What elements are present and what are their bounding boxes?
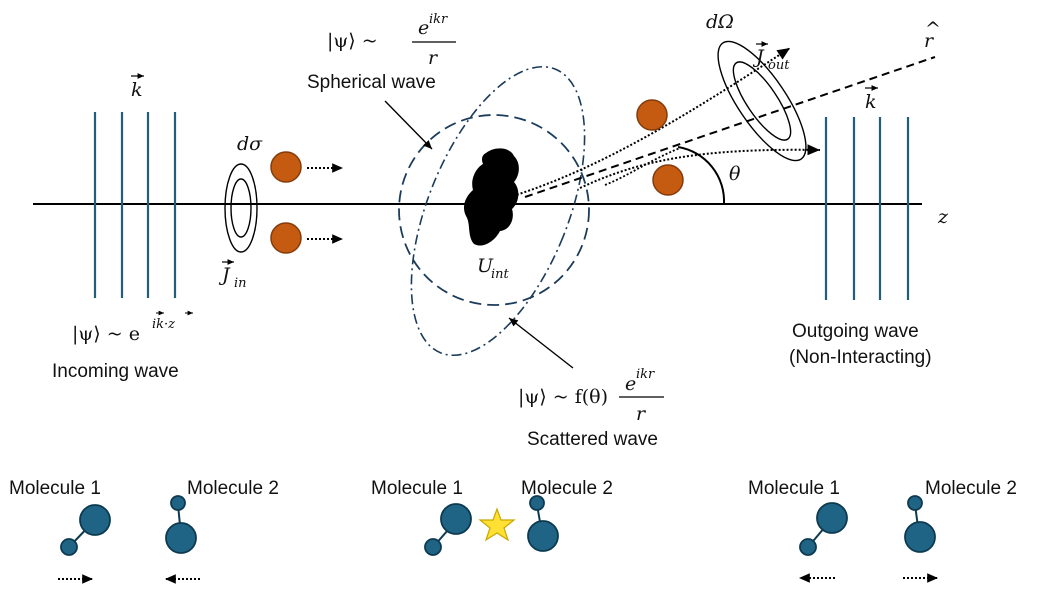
k-vector-right: k [865, 85, 878, 113]
svg-text:k: k [865, 91, 877, 113]
spherical-wave-circle [398, 114, 590, 306]
molecule-1-label: Molecule 1 [9, 478, 101, 499]
molecule-panel-separating: Molecule 1 Molecule 2 [748, 478, 1017, 583]
svg-text:r: r [428, 47, 439, 69]
scattered-trajectory-bottom [579, 144, 821, 189]
spherical-equation: |ψ⟩ ~ e ikr r [327, 12, 456, 69]
svg-text:in: in [234, 276, 247, 291]
incoming-particle-top [270, 151, 343, 183]
molecule-1-label: Molecule 1 [371, 478, 463, 499]
theta-arc [677, 146, 726, 205]
incoming-equation: |ψ⟩ ~ e ik·z [72, 310, 193, 345]
svg-text:|ψ⟩ ~: |ψ⟩ ~ [327, 30, 378, 52]
scattered-trajectory-top [512, 47, 791, 197]
collision-star-icon [478, 507, 516, 542]
svg-text:out: out [768, 58, 790, 73]
theta-label: θ [729, 163, 741, 185]
molecule-1-label: Molecule 1 [748, 478, 840, 499]
spherical-caption: Spherical wave [307, 72, 436, 93]
scattered-caption: Scattered wave [527, 429, 658, 450]
incoming-caption: Incoming wave [52, 361, 179, 382]
svg-text:ikr: ikr [636, 367, 655, 382]
scattered-equation: |ψ⟩ ~ f(θ) e ikr r [518, 367, 664, 425]
spherical-pointer [384, 100, 433, 150]
incoming-flux-element [224, 163, 258, 253]
svg-text:k: k [131, 79, 143, 101]
incoming-particle-bottom [270, 222, 343, 254]
molecule-2-label: Molecule 2 [187, 478, 279, 499]
svg-text:r: r [924, 30, 935, 52]
scattered-pointer [508, 317, 574, 369]
scattered-particle-bottom [652, 164, 684, 196]
u-int-label: U int [477, 255, 510, 282]
r-hat-label: r ^ [924, 18, 941, 52]
j-out-label: J out [752, 41, 790, 73]
svg-text:r: r [636, 403, 647, 425]
svg-text:e: e [625, 373, 636, 395]
svg-text:int: int [491, 267, 510, 282]
d-sigma-label: dσ [237, 133, 263, 155]
outgoing-caption-line2: (Non-Interacting) [789, 347, 932, 368]
molecule-panel-collision: Molecule 1 Molecule 2 [371, 478, 613, 556]
k-vector-left: k [131, 73, 144, 101]
j-in-label: J in [218, 259, 247, 291]
svg-text:U: U [477, 255, 494, 277]
svg-text:|ψ⟩ ~ f(θ): |ψ⟩ ~ f(θ) [518, 386, 608, 408]
scattered-particle-top [636, 99, 668, 131]
outgoing-flux-element [717, 40, 807, 162]
svg-text:J: J [752, 46, 765, 68]
outgoing-caption-line1: Outgoing wave [792, 321, 919, 342]
molecule-panel-approaching: Molecule 1 Molecule 2 [9, 478, 279, 584]
incoming-wavefronts [93, 112, 177, 298]
scattered-wave-ellipse [410, 65, 586, 357]
molecule-2-label: Molecule 2 [925, 478, 1017, 499]
r-hat-direction [524, 56, 936, 198]
svg-text:ik·z: ik·z [152, 317, 175, 332]
svg-text:|ψ⟩ ~ e: |ψ⟩ ~ e [72, 323, 140, 345]
d-omega-label: dΩ [706, 11, 734, 33]
z-axis-label: z [937, 206, 949, 228]
svg-text:ikr: ikr [429, 12, 448, 27]
outgoing-wavefronts [824, 117, 910, 300]
svg-text:^: ^ [925, 18, 941, 40]
svg-text:J: J [218, 264, 231, 286]
svg-text:e: e [418, 17, 429, 39]
molecule-2-label: Molecule 2 [521, 478, 613, 499]
scattering-potential-blob [463, 148, 519, 246]
